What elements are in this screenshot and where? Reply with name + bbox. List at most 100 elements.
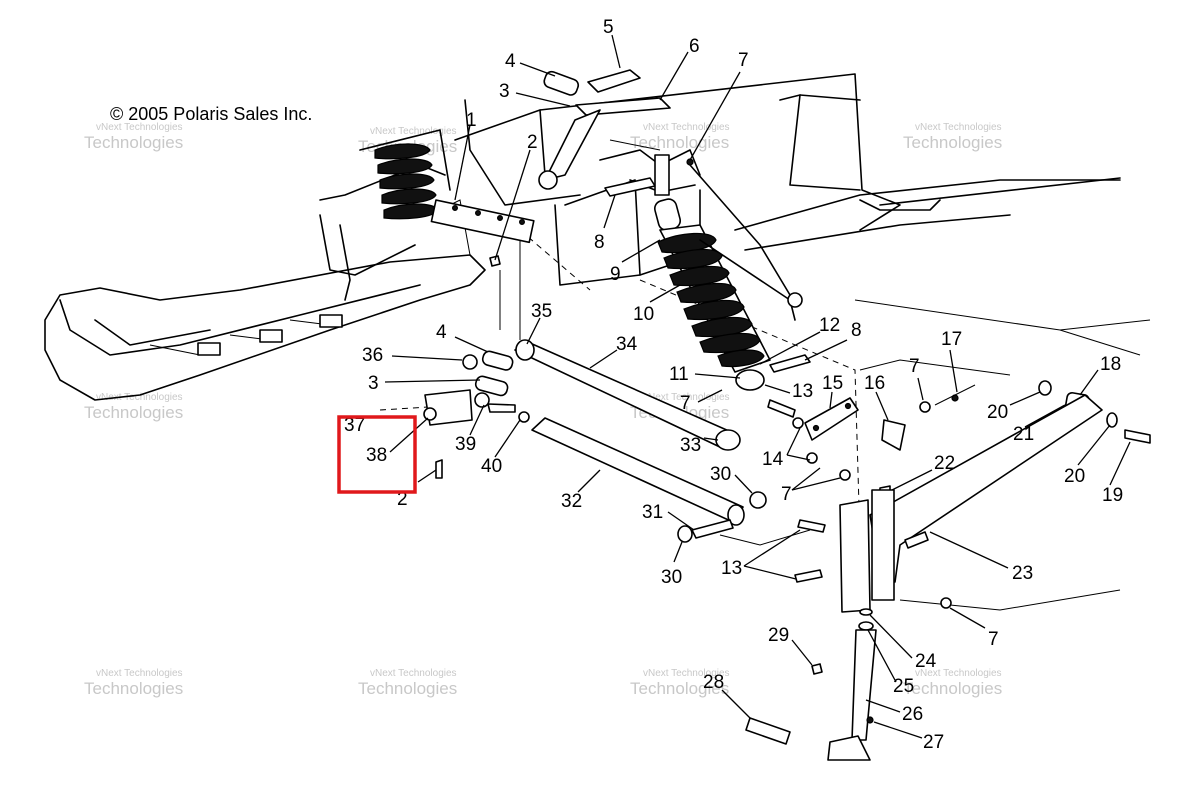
bushing-3-lower [474,375,509,397]
pivot-nut [538,170,558,190]
spindle-bracket [839,499,871,613]
svg-text:vNext Technologies: vNext Technologies [643,668,730,679]
callout-label: 20 [1064,466,1085,487]
callout-label: 20 [987,402,1008,423]
upper-arm [575,97,671,116]
rod-end-35 [515,339,535,361]
washer-40 [518,411,530,423]
rear-spring-assembly [319,129,535,301]
right-hardware [767,384,976,499]
svg-text:vNext Technologies: vNext Technologies [643,392,730,403]
shock-bottom-eye [735,369,765,391]
bolt-19 [1124,429,1151,444]
shock-absorber [653,198,811,391]
ski-assembly [44,254,486,401]
callout-label: 4 [505,51,516,72]
svg-text:Technologies: Technologies [84,133,183,152]
washer-20b [1106,412,1118,428]
ski-slot [197,342,221,356]
callout-label: 8 [594,232,605,253]
svg-text:Technologies: Technologies [84,679,183,698]
spindle-26 [851,629,877,741]
bolt-13 [767,399,796,418]
callout-label: 40 [481,456,502,477]
bolt-13-lower [794,569,823,583]
callout-label: 7 [680,393,691,414]
nut-7a [919,401,931,413]
trailing-arm-23 [869,394,1103,583]
svg-text:Technologies: Technologies [358,679,457,698]
ski-slot [319,314,343,328]
nut-7c [940,597,952,609]
bolt-13-upper [797,519,826,533]
arm-bushing [787,292,803,308]
callout-label: 21 [1013,424,1034,445]
copyright-text: © 2005 Polaris Sales Inc. [110,104,312,124]
upper-hardware [538,69,694,197]
callout-label: 29 [768,625,789,646]
svg-text:vNext Technologies: vNext Technologies [915,668,1002,679]
bushing-30-upper [749,491,767,509]
callout-label: 16 [864,373,885,394]
bushing-28 [745,717,791,745]
leader-lines [384,34,1131,739]
svg-text:vNext Technologies: vNext Technologies [915,122,1002,133]
left-bracket-hardware [423,255,530,479]
washer-14b [806,452,818,464]
upper-arm-leg [544,109,601,181]
bolt-5 [587,69,641,93]
callout-label: 27 [923,732,944,753]
arm-slot [904,531,929,549]
bracket-plate [430,199,535,244]
ring-25 [858,621,874,631]
callout-label: 39 [455,434,476,455]
washer-20a [1038,380,1052,396]
bolt-8-lower [769,354,811,373]
callout-label: 3 [499,81,510,102]
nut-36 [462,354,478,370]
svg-text:Technologies: Technologies [630,133,729,152]
callout-label: 7 [909,356,920,377]
washer-24 [859,608,873,616]
callout-label: 2 [397,489,408,510]
fitting-29 [811,663,823,675]
rod-end-32 [727,504,745,526]
callout-label: 13 [792,381,813,402]
nut-7b [839,469,851,481]
callout-label: 10 [633,304,654,325]
bushing-4-lower [481,350,514,371]
spindle-foot [827,735,871,761]
callout-label: 7 [738,50,749,71]
spindle-housing [871,489,895,601]
callout-label: 32 [561,491,582,512]
ski-slot [259,329,283,343]
svg-text:vNext Technologies: vNext Technologies [643,122,730,133]
callout-label: 23 [1012,563,1033,584]
callout-label: 37 [344,415,365,436]
bracket-7 [654,154,670,196]
bushing-30-lower [677,525,693,543]
screw-2-top [489,255,501,267]
callout-label: 8 [851,320,862,341]
callout-label: 19 [1102,485,1123,506]
svg-text:Technologies: Technologies [903,679,1002,698]
callout-label: 35 [531,301,552,322]
shock-top-eye [653,198,682,231]
washer-14a [792,417,804,429]
callout-label: 5 [603,17,614,38]
highlight-box [337,415,417,494]
bushing-39 [474,392,490,408]
callout-label: 24 [915,651,937,672]
spindle-assembly [745,380,1151,761]
callout-label: 14 [762,449,784,470]
callout-label: 38 [366,445,387,466]
